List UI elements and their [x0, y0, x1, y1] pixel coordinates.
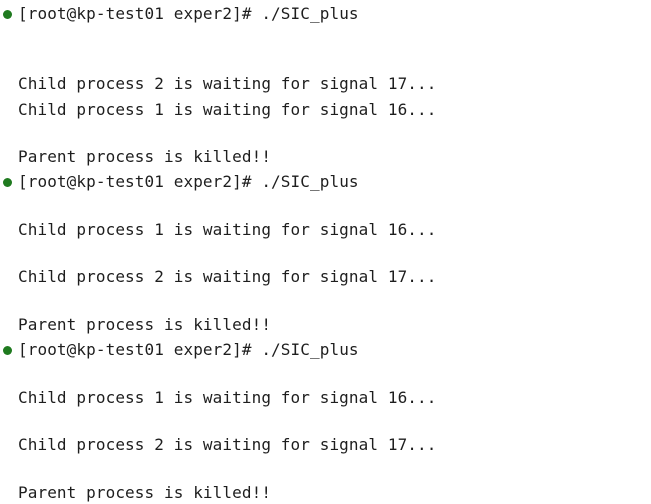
output-line: Child process 2 is waiting for signal 17…: [18, 74, 437, 93]
command-line[interactable]: [root@kp-test01 exper2]# ./SIC_plus: [18, 3, 359, 25]
output-line: Child process 2 is waiting for signal 17…: [18, 435, 437, 454]
success-dot-icon: [3, 346, 12, 355]
output-line: Parent process is killed!!: [18, 147, 272, 166]
output-line: Parent process is killed!!: [18, 315, 272, 334]
output-line: Parent process is killed!!: [18, 483, 272, 502]
command-line[interactable]: [root@kp-test01 exper2]# ./SIC_plus: [18, 339, 359, 361]
output-line: Child process 1 is waiting for signal 16…: [18, 100, 437, 119]
command-text: ./SIC_plus: [261, 340, 359, 359]
shell-prompt: [root@kp-test01 exper2]#: [18, 172, 252, 191]
shell-prompt: [root@kp-test01 exper2]#: [18, 340, 252, 359]
output-line: Child process 2 is waiting for signal 17…: [18, 267, 437, 286]
shell-prompt: [root@kp-test01 exper2]#: [18, 4, 252, 23]
command-line[interactable]: [root@kp-test01 exper2]# ./SIC_plus: [18, 171, 359, 193]
output-line: Child process 1 is waiting for signal 16…: [18, 388, 437, 407]
output-line: Child process 1 is waiting for signal 16…: [18, 220, 437, 239]
success-dot-icon: [3, 10, 12, 19]
success-dot-icon: [3, 178, 12, 187]
command-text: ./SIC_plus: [261, 172, 359, 191]
command-text: ./SIC_plus: [261, 4, 359, 23]
